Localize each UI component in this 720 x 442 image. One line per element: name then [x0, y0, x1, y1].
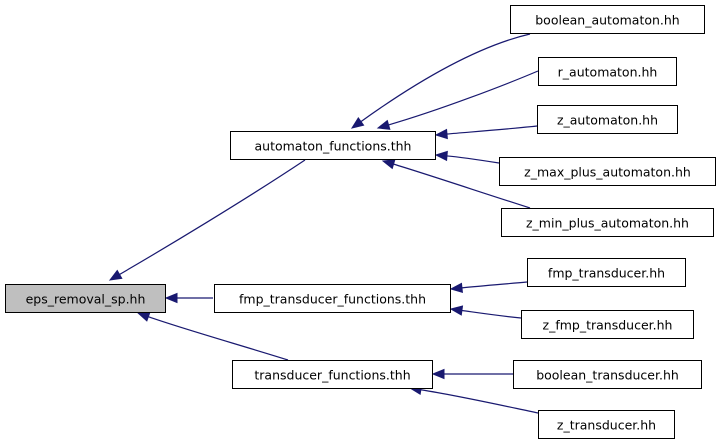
node-box: [510, 5, 705, 34]
arrowhead-icon: [108, 269, 123, 281]
edge-z_transducer-to-transducer_functions: [408, 384, 539, 414]
arrowhead-icon: [350, 117, 365, 129]
node-label: r_automaton.hh: [558, 65, 658, 80]
node-automaton-functions[interactable]: automaton_functions.thh: [230, 131, 436, 160]
arrowhead-icon: [431, 368, 445, 380]
nodes-layer: eps_removal_sp.hh automaton_functions.thh…: [5, 5, 716, 439]
node-label: z_min_plus_automaton.hh: [526, 216, 689, 231]
arrowhead-icon: [449, 305, 464, 316]
edge-line: [420, 389, 539, 414]
arrowhead-icon: [164, 292, 178, 304]
node-box: [232, 360, 433, 389]
node-box: [501, 208, 714, 237]
edge-fmp_transducer-to-fmp_transducer_functions: [449, 281, 528, 294]
edge-transducer_functions-to-eps_removal_sp: [136, 311, 289, 361]
edge-line: [461, 281, 528, 289]
node-boolean-transducer[interactable]: boolean_transducer.hh: [513, 360, 702, 389]
edge-z_min_plus_automaton-to-automaton_functions: [381, 159, 531, 209]
edge-automaton_functions-to-eps_removal_sp: [108, 159, 306, 281]
node-r-automaton[interactable]: r_automaton.hh: [538, 57, 677, 86]
node-z-min-plus-automaton[interactable]: z_min_plus_automaton.hh: [501, 208, 714, 237]
node-label: eps_removal_sp.hh: [26, 292, 146, 307]
edge-line: [461, 309, 522, 319]
arrowhead-icon: [381, 159, 396, 170]
node-label: z_max_plus_automaton.hh: [524, 165, 691, 180]
edge-z_max_plus_automaton-to-automaton_functions: [434, 150, 500, 164]
node-label: z_automaton.hh: [557, 113, 658, 128]
edge-r_automaton-to-automaton_functions: [376, 70, 539, 130]
arrowhead-icon: [136, 311, 151, 322]
edge-boolean_automaton-to-automaton_functions: [350, 33, 531, 129]
node-fmp-transducer[interactable]: fmp_transducer.hh: [527, 258, 686, 287]
edge-z_fmp_transducer-to-fmp_transducer_functions: [449, 305, 522, 319]
node-label: z_fmp_transducer.hh: [543, 318, 673, 333]
node-label: transducer_functions.thh: [254, 368, 410, 383]
node-boolean-automaton[interactable]: boolean_automaton.hh: [510, 5, 705, 34]
edge-line: [446, 125, 538, 135]
edge-line: [148, 316, 289, 361]
edge-z_automaton-to-automaton_functions: [434, 125, 538, 140]
node-box: [214, 284, 451, 313]
node-box: [5, 284, 166, 313]
arrowhead-icon: [434, 150, 448, 162]
node-label: z_transducer.hh: [557, 418, 656, 433]
node-box: [527, 258, 686, 287]
edge-boolean_transducer-to-transducer_functions: [431, 368, 514, 380]
edge-line: [393, 163, 531, 209]
arrowhead-icon: [449, 282, 463, 294]
node-transducer-functions[interactable]: transducer_functions.thh: [232, 360, 433, 389]
node-label: boolean_transducer.hh: [536, 368, 679, 383]
node-box: [538, 57, 677, 86]
node-z-transducer[interactable]: z_transducer.hh: [538, 410, 675, 439]
node-box: [499, 157, 716, 186]
edge-line: [360, 33, 531, 123]
node-z-fmp-transducer[interactable]: z_fmp_transducer.hh: [521, 310, 694, 339]
node-fmp-transducer-functions[interactable]: fmp_transducer_functions.thh: [214, 284, 451, 313]
node-box: [537, 105, 678, 134]
node-label: fmp_transducer.hh: [548, 266, 665, 281]
node-eps-removal-sp[interactable]: eps_removal_sp.hh: [5, 284, 166, 313]
node-label: automaton_functions.thh: [255, 139, 412, 154]
node-z-max-plus-automaton[interactable]: z_max_plus_automaton.hh: [499, 157, 716, 186]
node-box: [513, 360, 702, 389]
arrowhead-icon: [376, 119, 391, 130]
node-box: [538, 410, 675, 439]
node-label: boolean_automaton.hh: [535, 13, 679, 28]
node-box: [521, 310, 694, 339]
node-label: fmp_transducer_functions.thh: [239, 292, 426, 307]
node-z-automaton[interactable]: z_automaton.hh: [537, 105, 678, 134]
edge-line: [119, 159, 306, 275]
edge-line: [446, 155, 500, 164]
edge-fmp_transducer_functions-to-eps_removal_sp: [164, 292, 214, 304]
edges-layer: [108, 33, 539, 414]
arrowhead-icon: [434, 128, 448, 140]
edge-line: [388, 70, 539, 126]
node-box: [230, 131, 436, 160]
